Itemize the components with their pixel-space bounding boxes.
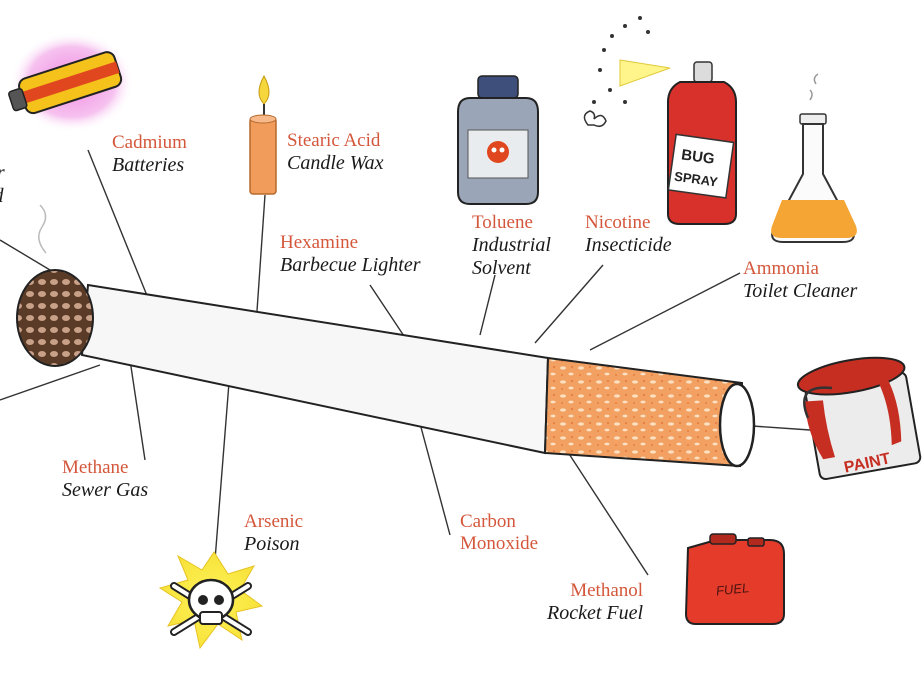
cropped-label-line-2: er <box>0 162 5 185</box>
common-use: Sewer Gas <box>62 478 149 501</box>
common-use: Batteries <box>112 153 185 176</box>
chemical-name: Toluene <box>472 212 533 233</box>
common-use: Candle Wax <box>287 151 384 174</box>
label-nicotine: Nicotine Insecticide <box>585 212 672 257</box>
bug-icon <box>583 110 607 128</box>
common-use-line-2: Solvent <box>472 256 531 279</box>
chemical-name: Arsenic <box>244 511 304 532</box>
skull-mini-icon <box>487 141 509 163</box>
chemical-name: Hexamine <box>280 232 359 253</box>
cigarette-tobacco-end <box>16 269 94 367</box>
candle-icon <box>249 74 277 195</box>
label-carbon-monoxide: Carbon Monoxide <box>460 511 538 555</box>
bug-spray-icon: BUG SPRAY <box>583 16 737 225</box>
chemical-name-line-1: Carbon <box>460 511 516 532</box>
label-toluene: Toluene Industrial Solvent <box>472 212 551 280</box>
cropped-label-left: e er id <box>0 140 26 230</box>
common-use: Poison <box>244 532 300 555</box>
common-use: Rocket Fuel <box>547 601 644 624</box>
skull-crossbones-icon <box>158 551 264 650</box>
label-arsenic: Arsenic Poison <box>244 511 303 556</box>
chemical-name: Methane <box>62 457 129 478</box>
chemical-name-line-2: Monoxide <box>460 532 539 554</box>
label-methane: Methane Sewer Gas <box>62 457 148 502</box>
cigarette <box>16 269 756 468</box>
chemical-name: Ammonia <box>743 258 819 279</box>
common-use: Barbecue Lighter <box>280 253 421 276</box>
bug-spray-text-2: SPRAY <box>673 169 719 190</box>
chemical-name: Cadmium <box>112 132 187 153</box>
common-use-line-1: Industrial <box>472 233 551 256</box>
battery-icon <box>8 32 134 132</box>
cropped-label-line-3: id <box>0 185 5 208</box>
cigarette-filter <box>543 356 744 468</box>
bug-spray-text-1: BUG <box>680 146 715 167</box>
label-methanol: Methanol Rocket Fuel <box>547 580 643 625</box>
label-hexamine: Hexamine Barbecue Lighter <box>280 232 421 277</box>
chemical-name: Methanol <box>570 580 644 601</box>
cropped-label-line-1: e <box>0 140 5 162</box>
common-use: Insecticide <box>585 233 672 256</box>
label-ammonia: Ammonia Toilet Cleaner <box>743 258 857 303</box>
flask-icon <box>771 73 857 243</box>
common-use: Toilet Cleaner <box>743 279 858 302</box>
fuel-can-text: FUEL <box>715 580 750 598</box>
chemical-name: Stearic Acid <box>287 130 381 151</box>
label-stearic-acid: Stearic Acid Candle Wax <box>287 130 383 175</box>
label-cadmium: Cadmium Batteries <box>112 132 187 177</box>
smoke-wisp <box>38 204 47 254</box>
fuel-can-icon: FUEL <box>684 533 785 625</box>
cigarette-filter-end <box>718 382 756 468</box>
paint-can-icon: PAINT <box>796 356 922 481</box>
chemical-name: Nicotine <box>585 212 651 233</box>
solvent-bottle-icon <box>457 75 539 205</box>
cigarette-paper <box>80 283 550 455</box>
